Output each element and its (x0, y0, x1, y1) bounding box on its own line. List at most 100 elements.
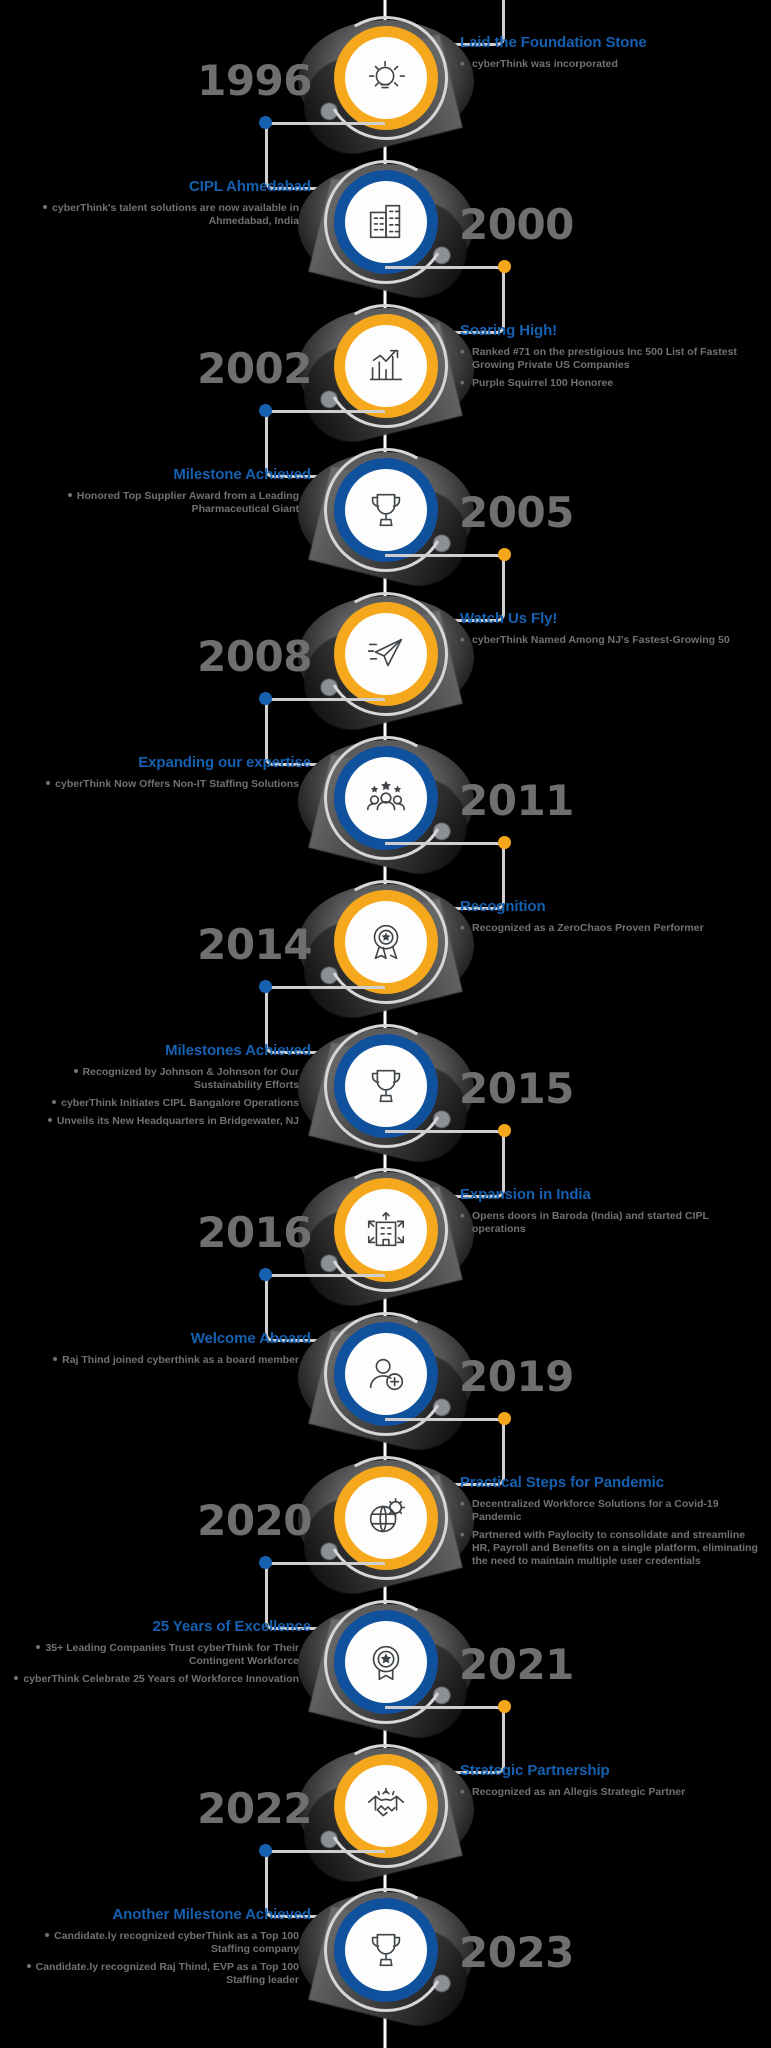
bullet-text: Recognized as a ZeroChaos Proven Perform… (472, 922, 704, 934)
bullet-text: Honored Top Supplier Award from a Leadin… (76, 490, 299, 515)
bullet-dot (26, 1964, 31, 1969)
bullet-text: Candidate.ly recognized cyberThink as a … (54, 1930, 299, 1955)
bullet-text: Purple Squirrel 100 Honoree (472, 377, 614, 389)
milestone-bullet-list: cyberThink's talent solutions are now av… (11, 202, 311, 228)
milestone-year: 2022 (197, 1784, 312, 1833)
timeline-connector-dot (259, 692, 272, 705)
milestone-year: 2008 (197, 632, 312, 681)
timeline-milestone: 2019 Welcome Aboard Raj Thind joined cyb… (0, 1268, 771, 1460)
milestone-content: 25 Years of Excellence 35+ Leading Compa… (11, 1618, 311, 1691)
milestone-title: Another Milestone Achieved (112, 1906, 311, 1923)
bullet-text: Ranked #71 on the prestigious Inc 500 Li… (472, 346, 737, 371)
milestone-medallion[interactable] (333, 314, 438, 418)
milestone-bullet-list: Raj Thind joined cyberthink as a board m… (11, 1354, 311, 1367)
milestone-title: Soaring High! (460, 322, 558, 339)
milestone-title: Watch Us Fly! (460, 610, 558, 627)
timeline-milestone: 2023 Another Milestone Achieved Candidat… (0, 1844, 771, 2036)
medallion-inner (344, 1621, 427, 1703)
milestone-bullet-list: cyberThink Named Among NJ's Fastest-Grow… (460, 633, 760, 647)
milestone-medallion[interactable] (333, 1178, 438, 1282)
milestone-bullet: cyberThink Initiates CIPL Bangalore Oper… (11, 1097, 311, 1110)
milestone-medallion[interactable] (333, 746, 438, 850)
office-building-icon (369, 204, 400, 239)
bullet-dot (46, 781, 51, 786)
timeline-connector-dot (498, 836, 511, 849)
milestone-bullet: Candidate.ly recognized Raj Thind, EVP a… (11, 1961, 311, 1987)
milestone-content: Watch Us Fly! cyberThink Named Among NJ'… (460, 610, 760, 652)
milestone-bullet-list: Candidate.ly recognized cyberThink as a … (11, 1930, 311, 1987)
bullet-text: cyberThink Now Offers Non-IT Staffing So… (55, 778, 299, 790)
milestone-medallion[interactable] (333, 458, 438, 562)
star-badge-icon (372, 1645, 399, 1681)
bullet-dot (14, 1676, 19, 1681)
milestone-title: Expansion in India (460, 1186, 591, 1203)
milestone-year: 2021 (459, 1640, 574, 1689)
bullet-text: Raj Thind joined cyberthink as a board m… (62, 1354, 299, 1366)
bullet-text: Recognized by Johnson & Johnson for Our … (82, 1066, 299, 1091)
timeline-connector-dot (498, 1700, 511, 1713)
milestone-content: Recognition Recognized as a ZeroChaos Pr… (460, 898, 760, 940)
milestone-bullet-list: Ranked #71 on the prestigious Inc 500 Li… (460, 345, 760, 390)
medallion-inner (344, 325, 427, 407)
milestone-medallion[interactable] (333, 1466, 438, 1570)
milestone-title: Welcome Aboard (190, 1330, 311, 1347)
milestone-medallion[interactable] (333, 1754, 438, 1858)
milestone-content: Practical Steps for Pandemic Decentraliz… (460, 1474, 760, 1573)
milestone-bullet: Recognized by Johnson & Johnson for Our … (11, 1066, 311, 1092)
milestone-title: Practical Steps for Pandemic (460, 1474, 664, 1491)
bullet-text: cyberThink Initiates CIPL Bangalore Oper… (61, 1097, 299, 1109)
timeline-milestone: 2008 Watch Us Fly! cyberThink Named Amon… (0, 548, 771, 740)
timeline-milestone: 2020 Practical Steps for Pandemic Decent… (0, 1412, 771, 1604)
milestone-year: 2023 (459, 1928, 574, 1977)
milestone-year: 2016 (197, 1208, 312, 1257)
paper-plane-icon (367, 638, 402, 667)
milestone-year: 2000 (459, 200, 574, 249)
milestone-medallion[interactable] (333, 890, 438, 994)
medallion-inner (344, 1333, 427, 1415)
milestone-medallion[interactable] (333, 26, 438, 130)
milestone-title: Milestones Achieved (165, 1042, 311, 1059)
milestone-bullet: Unveils its New Headquarters in Bridgewa… (11, 1115, 311, 1128)
handshake-icon (367, 1787, 404, 1817)
timeline-connector-dot (259, 1844, 272, 1857)
milestone-medallion[interactable] (333, 1322, 438, 1426)
timeline-milestone: 2015 Milestones Achieved Recognized by J… (0, 980, 771, 1172)
milestone-bullet: Honored Top Supplier Award from a Leadin… (11, 490, 311, 516)
milestone-year: 2019 (459, 1352, 574, 1401)
timeline-connector-dot (259, 116, 272, 129)
milestone-bullet-list: cyberThink was incorporated (460, 57, 760, 71)
milestone-bullet: Candidate.ly recognized cyberThink as a … (11, 1930, 311, 1956)
milestone-content: Welcome Aboard Raj Thind joined cyberthi… (11, 1330, 311, 1372)
milestone-year: 2002 (197, 344, 312, 393)
milestone-bullet-list: Recognized as an Allegis Strategic Partn… (460, 1785, 760, 1799)
milestone-title: 25 Years of Excellence (152, 1618, 312, 1635)
milestone-medallion[interactable] (333, 170, 438, 274)
bullet-text: cyberThink Named Among NJ's Fastest-Grow… (472, 634, 730, 646)
medallion-inner (344, 37, 427, 119)
bullet-text: cyberThink was incorporated (472, 58, 618, 70)
milestone-medallion[interactable] (333, 1610, 438, 1714)
milestone-medallion[interactable] (333, 1898, 438, 2002)
milestone-content: Expansion in India Opens doors in Baroda… (460, 1186, 760, 1241)
bullet-dot (36, 1645, 41, 1650)
growth-chart-icon (369, 349, 402, 381)
milestone-content: Strategic Partnership Recognized as an A… (460, 1762, 760, 1804)
medallion-inner (344, 901, 427, 983)
team-stars-icon (366, 780, 405, 811)
milestone-year: 2020 (197, 1496, 312, 1545)
milestone-bullet: cyberThink Named Among NJ's Fastest-Grow… (460, 633, 760, 647)
milestone-bullet: cyberThink Celebrate 25 Years of Workfor… (11, 1673, 311, 1686)
timeline-connector-dot (259, 980, 272, 993)
milestone-bullet-list: Opens doors in Baroda (India) and starte… (460, 1209, 760, 1236)
milestone-content: Milestones Achieved Recognized by Johnso… (11, 1042, 311, 1133)
bullet-dot (45, 1933, 50, 1938)
milestone-bullet: 35+ Leading Companies Trust cyberThink f… (11, 1642, 311, 1668)
milestone-medallion[interactable] (333, 1034, 438, 1138)
milestone-bullet: cyberThink was incorporated (460, 57, 760, 71)
milestone-medallion[interactable] (333, 602, 438, 706)
bullet-text: Recognized as an Allegis Strategic Partn… (472, 1786, 686, 1798)
medallion-inner (344, 613, 427, 695)
timeline-milestone: 1996 Laid the Foundation Stone cyberThin… (0, 0, 771, 164)
timeline-connector-dot (259, 1556, 272, 1569)
